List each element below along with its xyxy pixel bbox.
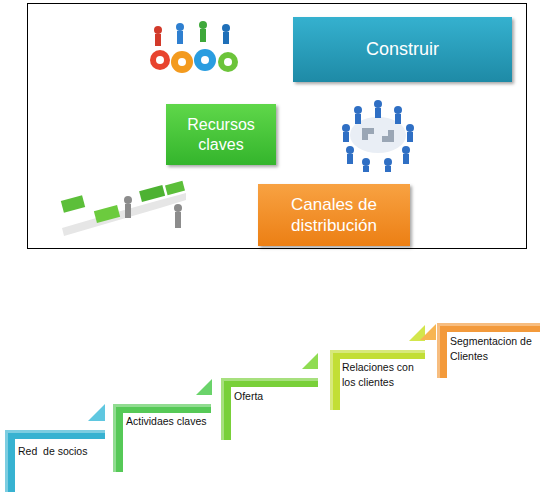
puzzle-clipart (61, 181, 186, 236)
box-label: Construir (366, 38, 439, 61)
step-label: Oferta (234, 389, 316, 404)
process-box: Canales de distribución (258, 184, 410, 246)
step-shape (437, 323, 540, 378)
step-band (113, 404, 211, 472)
step-highlight (437, 323, 540, 378)
step-highlight (113, 404, 211, 472)
step-label: Segmentacion de Clientes (450, 334, 538, 364)
step-highlight (221, 378, 318, 440)
step-highlight (5, 430, 105, 492)
step-band (5, 430, 105, 492)
step-shape (330, 350, 425, 410)
people-circle-clipart (342, 100, 414, 172)
stair-step: Oferta (221, 378, 318, 440)
stair-step: Red de socios (5, 430, 105, 492)
box-label: Canales de distribución (264, 194, 404, 237)
step-highlight (330, 350, 425, 410)
step-marker (88, 299, 436, 421)
box-label: Recursos claves (172, 115, 270, 155)
step-shape (5, 430, 105, 492)
stair-step: Relaciones con los clientes (330, 350, 425, 410)
gears-clipart (150, 21, 238, 73)
step-label: Relaciones con los clientes (342, 360, 423, 390)
process-box: Construir (293, 17, 512, 82)
step-shape (113, 404, 211, 472)
process-box: Recursos claves (166, 104, 276, 165)
step-label: Actividaes claves (126, 414, 209, 429)
stair-step: Actividaes claves (113, 404, 211, 472)
step-shape (221, 378, 318, 440)
step-label: Red de socios (18, 444, 103, 459)
stair-step: Segmentacion de Clientes (437, 323, 540, 378)
panel-frame (28, 4, 527, 249)
step-band (221, 378, 318, 440)
